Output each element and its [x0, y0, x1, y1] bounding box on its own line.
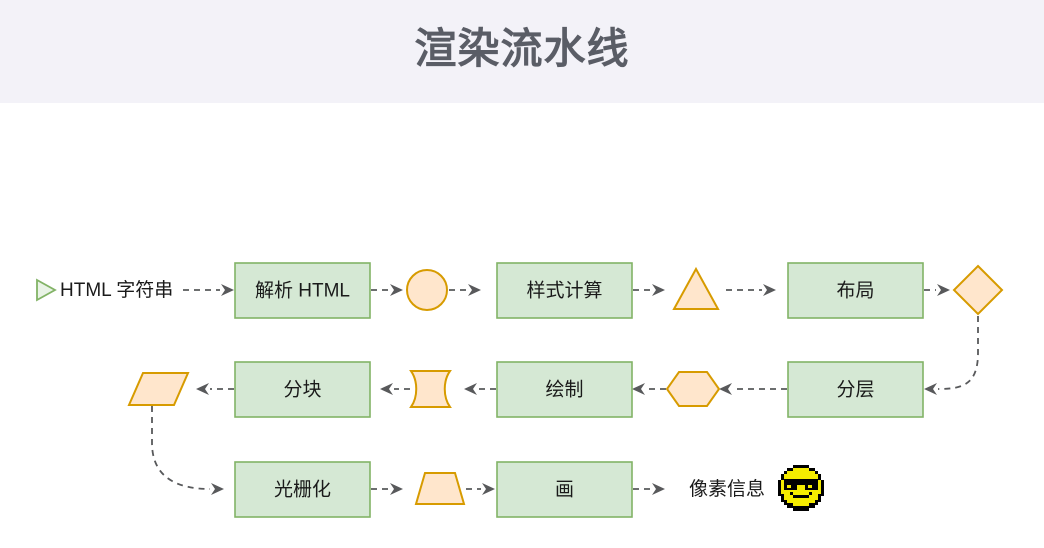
node-style-triangle[interactable]	[672, 266, 720, 310]
edge-layout-to-layoutdiamond	[924, 284, 950, 296]
node-layer-hexagon[interactable]	[665, 371, 721, 407]
edge-styletriangle-to-layout	[726, 284, 776, 296]
edge-painting-to-painttape	[464, 383, 496, 395]
node-tiling[interactable]: 分块	[234, 361, 371, 418]
edge-rastertrapezoid-to-draw	[466, 483, 495, 495]
node-style-calc-label: 样式计算	[526, 280, 602, 302]
node-style-calc[interactable]: 样式计算	[496, 262, 633, 319]
edge-htmlstring-to-parsehtml	[183, 284, 234, 296]
node-tiling-label: 分块	[283, 379, 321, 401]
node-draw-label: 画	[555, 480, 574, 501]
sunglasses-face-icon	[778, 465, 824, 511]
node-painting-label: 绘制	[545, 379, 583, 401]
node-layout-diamond[interactable]	[952, 264, 1004, 316]
node-rasterize[interactable]: 光栅化	[234, 461, 371, 518]
edge-painttape-to-tiling	[380, 383, 410, 395]
page-title: 渲染流水线	[414, 24, 630, 72]
node-layout-label: 布局	[836, 280, 874, 302]
edge-tiling-to-tileparallelogram	[196, 383, 234, 395]
edge-layerhexagon-to-painting	[632, 383, 666, 395]
edge-rasterize-to-rastertrapezoid	[371, 483, 403, 495]
edge-layering-to-layerhexagon	[719, 383, 787, 395]
node-painting[interactable]: 绘制	[496, 361, 633, 418]
play-triangle-icon	[36, 278, 57, 302]
diagram-canvas: HTML 字符串 解析 HTML 样式计算	[0, 103, 1044, 548]
edge-parsehtml-to-domcircle	[371, 284, 403, 296]
node-layering[interactable]: 分层	[787, 361, 924, 418]
node-parse-html[interactable]: 解析 HTML	[234, 262, 371, 319]
node-dom-circle[interactable]	[406, 269, 448, 311]
node-raster-trapezoid[interactable]	[414, 472, 466, 505]
node-tile-parallelogram[interactable]	[127, 372, 190, 406]
node-pixel-info-label: 像素信息	[689, 478, 765, 500]
node-html-string-label: HTML 字符串	[60, 279, 173, 301]
edge-layoutdiamond-to-layering	[924, 316, 979, 395]
node-layering-label: 分层	[836, 379, 874, 401]
edge-stylecalc-to-styletriangle	[633, 284, 665, 296]
node-layout[interactable]: 布局	[787, 262, 924, 319]
edge-domcircle-to-stylecalc	[449, 284, 481, 296]
node-paint-tape[interactable]	[409, 370, 452, 408]
header-band	[0, 0, 1044, 103]
edge-tileparallelogram-to-rasterize	[151, 406, 224, 495]
node-draw[interactable]: 画	[496, 461, 633, 518]
edge-draw-to-pixelinfo	[633, 483, 665, 495]
flowchart-svg: HTML 字符串 解析 HTML 样式计算	[36, 262, 1004, 518]
node-rasterize-label: 光栅化	[274, 479, 331, 501]
node-parse-html-label: 解析 HTML	[255, 280, 350, 302]
